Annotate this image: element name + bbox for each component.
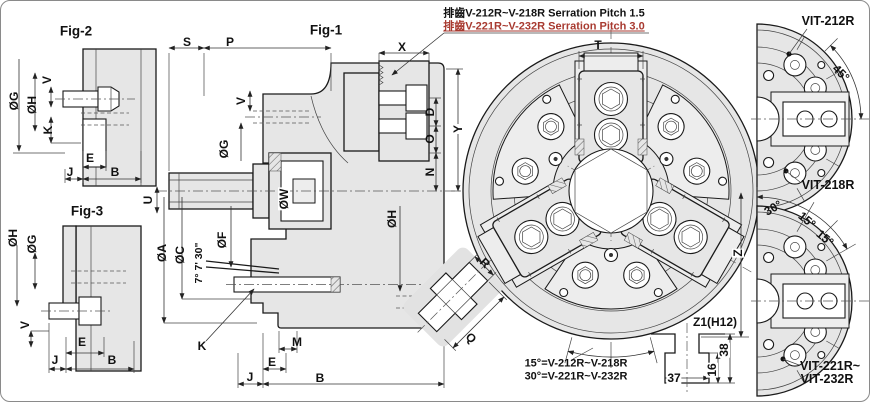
variant-bottom-model-line2: VIT-232R — [800, 371, 854, 386]
fig1-dim-e: E — [267, 355, 277, 369]
slot-label: Z1(H12) — [692, 315, 738, 329]
fig1-dim-y: Y — [451, 123, 465, 135]
fig3-dim-e: E — [77, 335, 87, 349]
slot-dim-total-height: 38 — [717, 342, 731, 358]
fig1-dim-p: P — [225, 35, 235, 49]
fig1-graphics — [154, 45, 469, 388]
serration-note-2: 排齒V-221R~V-232R Serration Pitch 3.0 — [443, 20, 645, 33]
fig1-dim-b: B — [315, 371, 325, 385]
fig2-dim-e: E — [85, 151, 95, 165]
fig3-title: Fig-3 — [70, 203, 104, 219]
fig3-dim-v: V — [18, 320, 32, 330]
variant-top-graphics — [751, 23, 869, 215]
front-view-graphics — [451, 28, 773, 368]
fig2-dim-dia-g: ØG — [7, 91, 21, 111]
fig2-dim-dia-h: ØH — [25, 96, 39, 114]
slot-detail-graphics — [651, 323, 735, 393]
variant-top-model-1: VIT-212R — [801, 13, 855, 28]
fig1-dim-s: S — [182, 35, 192, 49]
fig2-graphics — [13, 48, 157, 187]
fig1-dim-u: U — [141, 195, 155, 205]
fig2-dim-v: V — [40, 75, 54, 85]
fig1-dim-dia-a: ØA — [155, 244, 169, 262]
fig1-dim-j: J — [246, 370, 254, 384]
fig2-dim-b: B — [110, 165, 120, 179]
fig2-dim-k: K — [41, 125, 55, 135]
fig1-dim-m: M — [292, 335, 302, 349]
variant-bottom-graphics — [751, 187, 869, 397]
front-dim-t: T — [594, 38, 602, 52]
fig3-dim-j: J — [51, 353, 59, 367]
fig1-dim-o: O — [423, 134, 437, 144]
fig1-dim-dia-f: ØF — [215, 231, 229, 249]
slot-dim-width: 37 — [666, 371, 682, 385]
angle-note-15: 15°=V-212R~V-218R — [524, 357, 628, 370]
fig1-dim-dia-c: ØC — [173, 246, 187, 264]
variant-bottom-model-line1: VIT-221R~ — [799, 358, 861, 373]
fig1-title: Fig-1 — [309, 22, 343, 38]
angle-note-30: 30°=V-221R~V-232R — [524, 370, 628, 383]
fig1-dim-dia-h: ØH — [385, 210, 399, 228]
fig1-dim-v: V — [234, 96, 248, 106]
serration-note-1: 排齒V-212R~V-218R Serration Pitch 1.5 — [443, 7, 645, 20]
fig2-title: Fig-2 — [59, 23, 93, 39]
front-dim-z: Z — [731, 248, 745, 258]
fig3-dim-dia-h: ØH — [6, 229, 20, 247]
fig2-dim-j: J — [66, 165, 74, 179]
serration-leader — [391, 32, 649, 76]
variant-top-model-2: VIT-218R — [801, 177, 855, 192]
fig1-taper-angle: 7° 7' 30" — [192, 242, 205, 284]
fig1-dim-x: X — [397, 40, 407, 54]
jaw-detail-graphics — [403, 247, 507, 351]
fig1-dim-d: D — [423, 107, 437, 117]
fig1-dim-n: N — [423, 167, 437, 177]
fig3-dim-dia-g: ØG — [25, 234, 39, 254]
slot-dim-inner-height: 16 — [705, 362, 719, 378]
fig1-dim-k: K — [197, 339, 207, 353]
fig3-dim-b: B — [107, 353, 117, 367]
fig3-graphics — [14, 225, 142, 373]
fig1-dim-dia-w: ØW — [277, 187, 291, 211]
fig1-dim-dia-g: ØG — [217, 139, 231, 159]
